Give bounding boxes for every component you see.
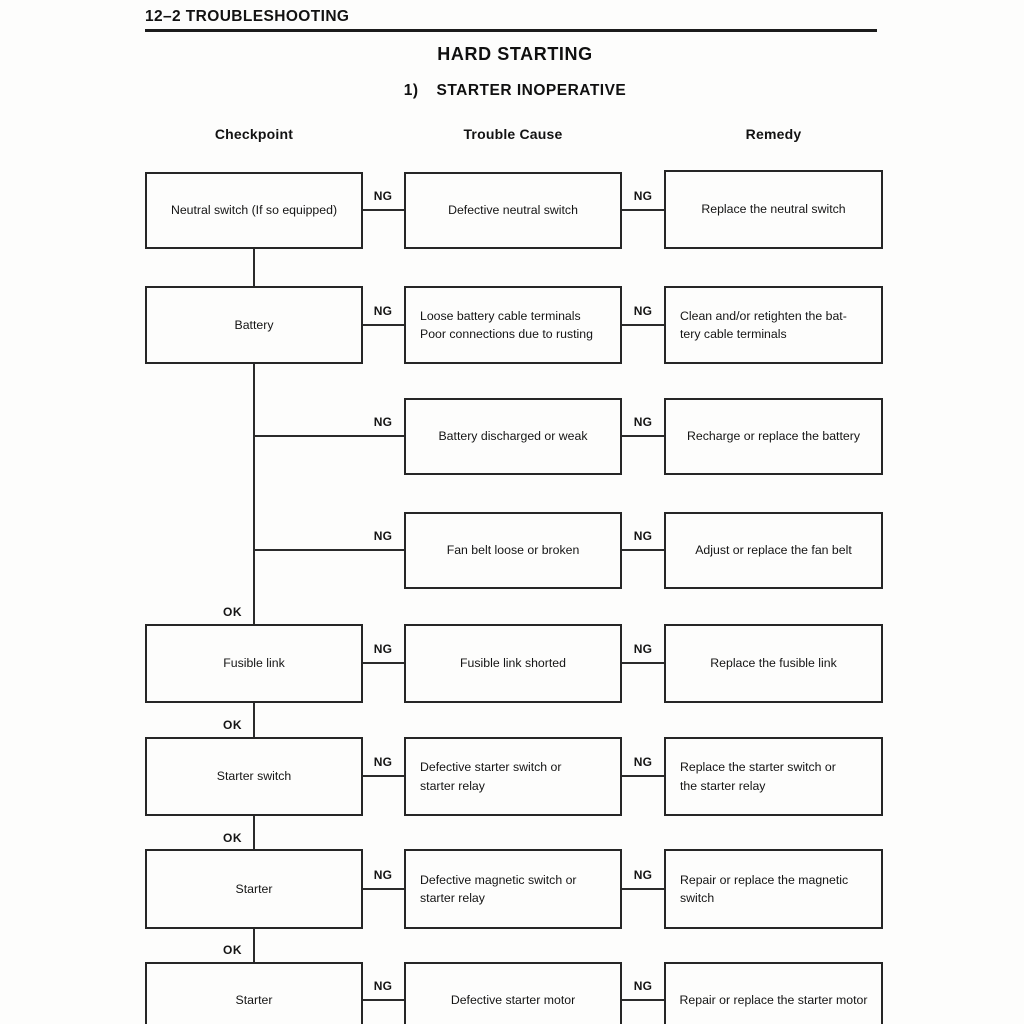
ng-label: NG	[633, 304, 653, 318]
connector-line	[622, 999, 664, 1001]
trouble-cause-box: Battery discharged or weak	[404, 398, 622, 475]
ng-label: NG	[373, 642, 393, 656]
checkpoint-box: Starter switch	[145, 737, 363, 816]
ok-label: OK	[223, 605, 242, 619]
trouble-cause-box: Defective magnetic switch or starter rel…	[404, 849, 622, 929]
ng-label: NG	[373, 415, 393, 429]
checkpoint-box: Starter	[145, 962, 363, 1024]
ng-label: NG	[373, 868, 393, 882]
ng-label: NG	[373, 529, 393, 543]
connector-line	[622, 435, 664, 437]
ng-label: NG	[633, 189, 653, 203]
trouble-cause-box: Defective neutral switch	[404, 172, 622, 249]
connector-line	[363, 324, 404, 326]
trunk-line	[253, 814, 255, 851]
ng-label: NG	[633, 529, 653, 543]
item-title-text: STARTER INOPERATIVE	[436, 82, 627, 99]
ok-label: OK	[223, 943, 242, 957]
header-rule	[145, 29, 877, 32]
remedy-box: Recharge or replace the battery	[664, 398, 883, 475]
column-header-remedy: Remedy	[745, 126, 802, 142]
connector-line	[622, 324, 664, 326]
connector-line	[363, 775, 404, 777]
ng-label: NG	[373, 755, 393, 769]
remedy-box: Replace the starter switch or the starte…	[664, 737, 883, 816]
ok-label: OK	[223, 831, 242, 845]
remedy-box: Repair or replace the starter motor	[664, 962, 883, 1024]
checkpoint-box: Battery	[145, 286, 363, 364]
connector-line	[622, 209, 664, 211]
remedy-box: Adjust or replace the fan belt	[664, 512, 883, 589]
trouble-cause-box: Defective starter switch or starter rela…	[404, 737, 622, 816]
connector-line	[363, 888, 404, 890]
column-header-checkpoint: Checkpoint	[214, 126, 294, 142]
item-title: 1) STARTER INOPERATIVE	[145, 82, 885, 100]
remedy-box: Clean and/or retighten the bat- tery cab…	[664, 286, 883, 364]
item-number: 1)	[403, 82, 419, 99]
connector-line	[622, 662, 664, 664]
ng-label: NG	[373, 304, 393, 318]
trouble-cause-box: Loose battery cable terminals Poor conne…	[404, 286, 622, 364]
ng-label: NG	[633, 755, 653, 769]
connector-line	[622, 549, 664, 551]
ng-label: NG	[633, 868, 653, 882]
ng-label: NG	[633, 979, 653, 993]
branch-line	[253, 435, 404, 437]
ng-label: NG	[373, 189, 393, 203]
connector-line	[363, 662, 404, 664]
page-header: 12–2 TROUBLESHOOTING	[145, 8, 350, 25]
ok-label: OK	[223, 718, 242, 732]
column-header-trouble-cause: Trouble Cause	[463, 126, 563, 142]
remedy-box: Repair or replace the magnetic switch	[664, 849, 883, 929]
remedy-box: Replace the fusible link	[664, 624, 883, 703]
trunk-line	[253, 249, 255, 288]
connector-line	[622, 775, 664, 777]
checkpoint-box: Starter	[145, 849, 363, 929]
ng-label: NG	[633, 415, 653, 429]
trouble-cause-box: Defective starter motor	[404, 962, 622, 1024]
trouble-cause-box: Fusible link shorted	[404, 624, 622, 703]
remedy-box: Replace the neutral switch	[664, 170, 883, 249]
trouble-cause-box: Fan belt loose or broken	[404, 512, 622, 589]
connector-line	[363, 999, 404, 1001]
ng-label: NG	[633, 642, 653, 656]
connector-line	[363, 209, 404, 211]
section-title: HARD STARTING	[437, 44, 593, 64]
trunk-line	[253, 927, 255, 964]
checkpoint-box: Fusible link	[145, 624, 363, 703]
checkpoint-box: Neutral switch (If so equipped)	[145, 172, 363, 249]
trunk-line	[253, 363, 255, 626]
branch-line	[253, 549, 404, 551]
connector-line	[622, 888, 664, 890]
ng-label: NG	[373, 979, 393, 993]
trunk-line	[253, 701, 255, 739]
